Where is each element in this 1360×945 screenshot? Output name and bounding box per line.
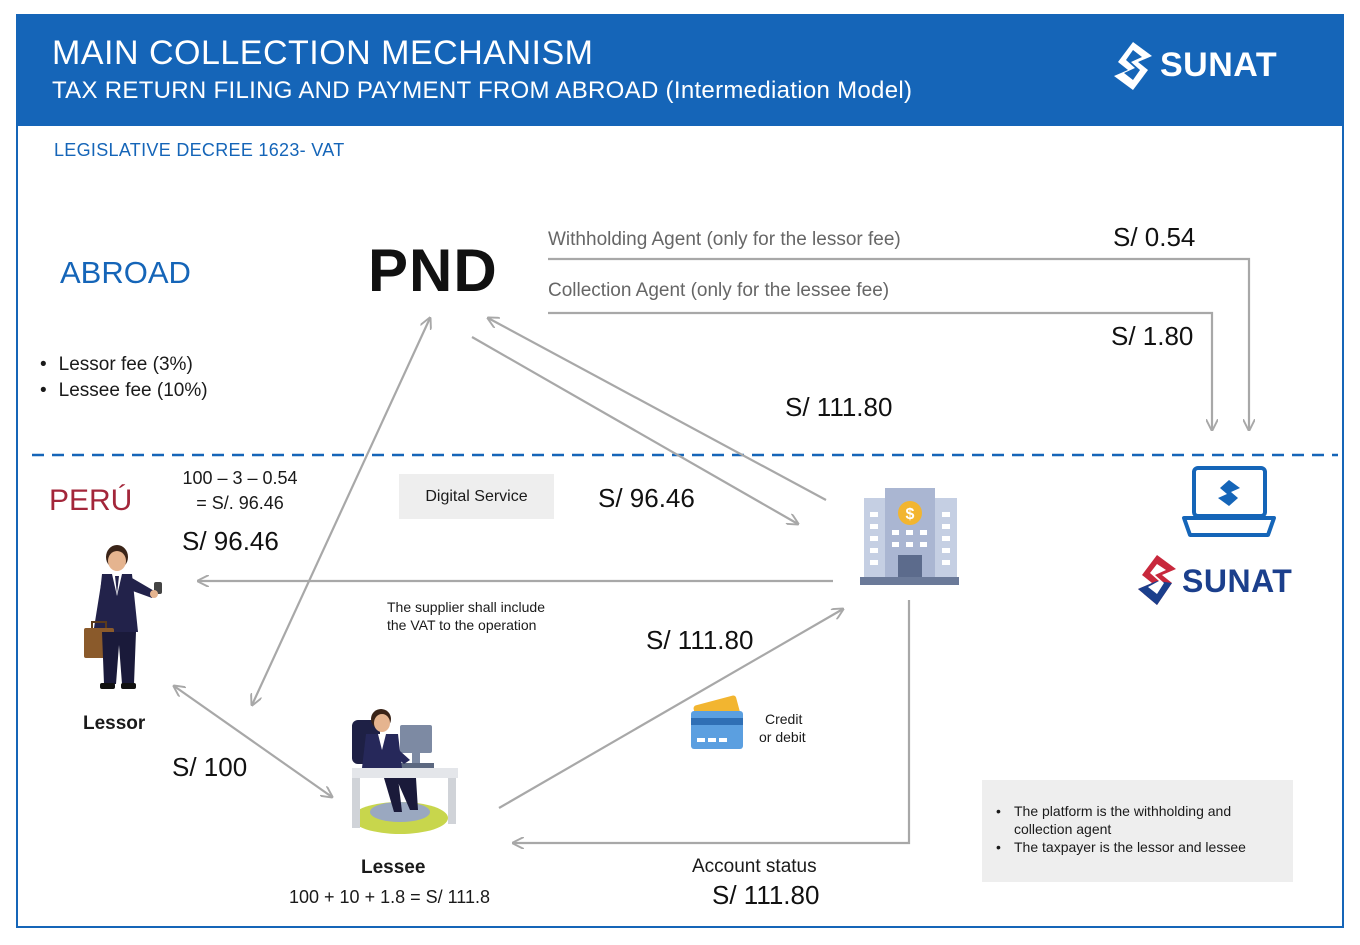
bank-to-pnd-amount: S/ 96.46 — [598, 483, 695, 513]
header-banner — [16, 14, 1344, 126]
lessor-label: Lessor — [83, 713, 146, 734]
lessee-calc: 100 + 10 + 1.8 = S/ 111.8 — [289, 887, 490, 907]
fee-item-lessor: Lessor fee (3%) — [40, 352, 208, 378]
lessee-to-bank-arrow — [498, 609, 843, 809]
region-abroad-label: ABROAD — [60, 255, 191, 290]
pnd-label: PND — [368, 237, 498, 304]
sunat-logo-peru-text: SUNAT — [1182, 563, 1293, 599]
bank-building-icon: $ — [860, 488, 959, 585]
laptop-icon — [1182, 466, 1276, 537]
withholding-agent-label: Withholding Agent (only for the lessor f… — [548, 229, 901, 250]
sunat-logo-header: SUNAT — [1112, 38, 1312, 94]
card-label-line2: or debit — [759, 729, 806, 745]
sunat-s-mark-color-icon — [1138, 555, 1176, 605]
card-label-line1: Credit — [765, 711, 803, 727]
account-status-amount: S/ 111.80 — [712, 880, 820, 910]
sunat-logo-peru: SUNAT — [1136, 553, 1336, 609]
credit-card-icon — [691, 695, 743, 749]
digital-service-label: Digital Service — [425, 487, 528, 505]
note-item-platform: The platform is the withholding and coll… — [996, 802, 1284, 838]
lessee-label: Lessee — [361, 857, 426, 878]
lessor-person-icon — [84, 545, 162, 689]
pnd-to-bank-arrow — [471, 336, 798, 524]
collection-arrow — [548, 311, 1212, 430]
legislative-decree: LEGISLATIVE DECREE 1623- VAT — [54, 140, 345, 160]
fee-item-lessee: Lessee fee (10%) — [40, 378, 208, 404]
svg-text:$: $ — [906, 506, 915, 523]
lessor-lessee-arrow — [174, 686, 332, 797]
withholding-arrow — [548, 257, 1249, 430]
collection-amount: S/ 1.80 — [1111, 321, 1194, 351]
platform-pnd-arrow — [252, 318, 430, 705]
notes-list: The platform is the withholding and coll… — [982, 802, 1293, 856]
lessee-person-icon — [352, 709, 458, 834]
pnd-to-bank-amount: S/ 111.80 — [785, 392, 893, 422]
collection-agent-label: Collection Agent (only for the lessee fe… — [548, 280, 890, 301]
page-subtitle: TAX RETURN FILING AND PAYMENT FROM ABROA… — [52, 77, 913, 104]
fee-list: Lessor fee (3%) Lessee fee (10%) — [40, 352, 208, 404]
account-status-arrow — [513, 600, 911, 843]
account-status-label: Account status — [692, 856, 817, 877]
page-title: MAIN COLLECTION MECHANISM — [52, 34, 594, 72]
bank-to-pnd-arrow — [488, 318, 827, 501]
withholding-amount: S/ 0.54 — [1113, 222, 1196, 252]
note-item-taxpayer: The taxpayer is the lessor and lessee — [996, 838, 1284, 856]
notes-box: The platform is the withholding and coll… — [982, 780, 1293, 882]
sunat-s-mark-icon — [1114, 42, 1152, 90]
lessee-to-bank-amount: S/ 111.80 — [646, 625, 754, 655]
sunat-logo-text: SUNAT — [1160, 46, 1278, 84]
region-peru-label: PERÚ — [49, 484, 133, 517]
